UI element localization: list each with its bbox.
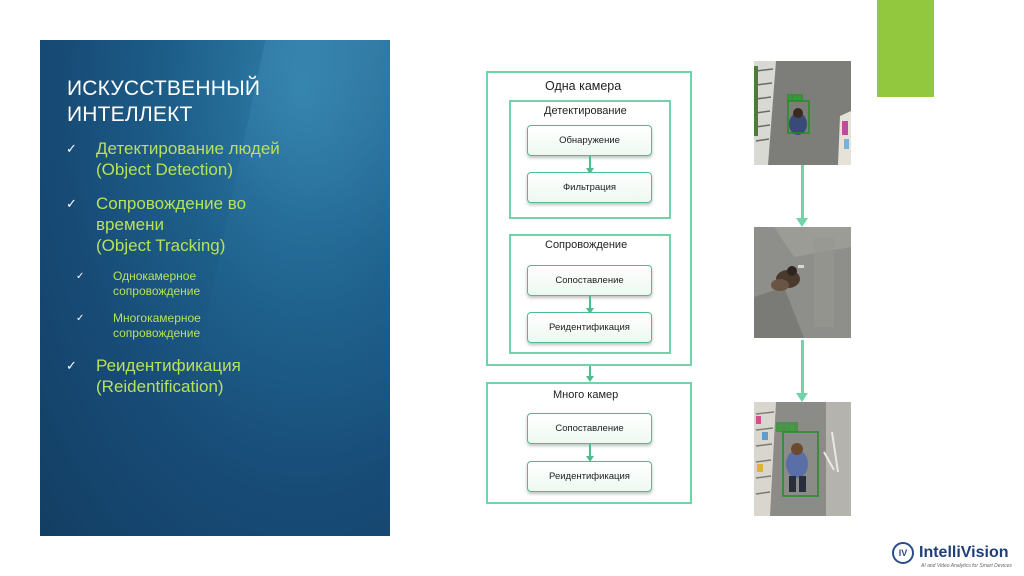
single-camera-label: Одна камера: [545, 79, 622, 93]
accent-bar: [877, 0, 934, 97]
detection-label: Детектирование: [544, 105, 627, 117]
arrow-down-icon: [586, 444, 594, 462]
multi-camera-label: Много камер: [553, 389, 619, 401]
logo-tagline: AI and Video Analytics for Smart Devices: [921, 563, 1012, 569]
title-panel: [40, 40, 390, 536]
subbullet-single-camera: ✓ Однокамерное сопровождение: [76, 269, 366, 299]
arrow-down-icon: [586, 156, 594, 174]
subbullet-text: Однокамерное: [113, 269, 197, 283]
bullet-text: Детектирование людей: [96, 139, 280, 158]
detection-score-1: 0.84: [788, 95, 802, 102]
step-detect: Обнаружение: [527, 125, 652, 156]
arrow-down-icon: [586, 366, 594, 382]
camera-frame-2: [754, 227, 851, 338]
step-filter: Фильтрация: [527, 172, 652, 203]
title-line-2: ИНТЕЛЛЕКТ: [67, 103, 193, 126]
check-icon: ✓: [76, 313, 85, 324]
check-icon: ✓: [76, 271, 85, 282]
subbullet-multi-camera: ✓ Многокамерное сопровождение: [76, 311, 366, 341]
step-match: Сопоставление: [527, 265, 652, 296]
subbullet-text: сопровождение: [113, 326, 201, 340]
bullet-text: (Object Detection): [96, 160, 233, 179]
camera-frame-3: 0.78: [754, 402, 851, 516]
camera-scene-3: 0.78: [754, 402, 851, 516]
camera-frame-1: 0.84: [754, 61, 851, 165]
bullet-text: (Object Tracking): [96, 236, 226, 255]
tracking-label: Сопровождение: [545, 239, 628, 251]
logo-mark-icon: IV: [892, 542, 914, 564]
arrow-down-icon: [796, 165, 808, 227]
bullet-detection: ✓ Детектирование людей (Object Detection…: [66, 138, 366, 180]
logo-name: IntelliVision: [919, 544, 1009, 561]
step-reid-multi: Реидентификация: [527, 461, 652, 492]
step-match-multi: Сопоставление: [527, 413, 652, 444]
subbullet-text: Многокамерное: [113, 311, 201, 325]
check-icon: ✓: [66, 196, 77, 211]
page-title: ИСКУССТВЕННЫЙ ИНТЕЛЛЕКТ: [67, 76, 347, 128]
check-icon: ✓: [66, 358, 77, 373]
bullet-text: Реидентификация: [96, 356, 241, 375]
detection-score-3: 0.78: [777, 424, 795, 433]
bullet-list: ✓ Детектирование людей (Object Detection…: [66, 138, 366, 397]
intellivision-logo: IV IntelliVision AI and Video Analytics …: [892, 541, 1022, 573]
bullet-text: Сопровождение во: [96, 194, 247, 213]
camera-scene-1: 0.84: [754, 61, 851, 165]
check-icon: ✓: [66, 141, 77, 156]
arrow-down-icon: [586, 296, 594, 314]
step-reid: Реидентификация: [527, 312, 652, 343]
bullet-reidentification: ✓ Реидентификация (Reidentification): [66, 355, 366, 397]
bullet-text: (Reidentification): [96, 377, 224, 396]
camera-scene-2: [754, 227, 851, 338]
subbullet-text: сопровождение: [113, 284, 201, 298]
arrow-down-icon: [796, 340, 808, 402]
bullet-text: времени: [96, 215, 164, 234]
bullet-tracking: ✓ Сопровождение во времени (Object Track…: [66, 193, 366, 256]
title-line-1: ИСКУССТВЕННЫЙ: [67, 77, 261, 100]
